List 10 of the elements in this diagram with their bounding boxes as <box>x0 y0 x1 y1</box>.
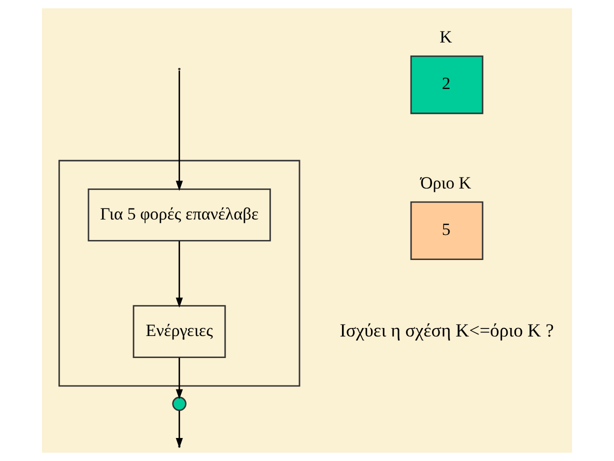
label: Ισχύει η σχέση K<=όριο K ? <box>340 320 554 342</box>
node-label: K <box>440 28 452 47</box>
arrow <box>176 358 183 400</box>
node-box: Για 5 φορές επανέλαβε <box>88 188 271 242</box>
node-circle <box>172 396 186 411</box>
node-box: Ενέργειες <box>132 305 226 358</box>
arrow <box>176 241 183 308</box>
node-label: Όριο K <box>420 174 472 193</box>
arrow <box>176 70 183 191</box>
cluster <box>58 160 300 387</box>
